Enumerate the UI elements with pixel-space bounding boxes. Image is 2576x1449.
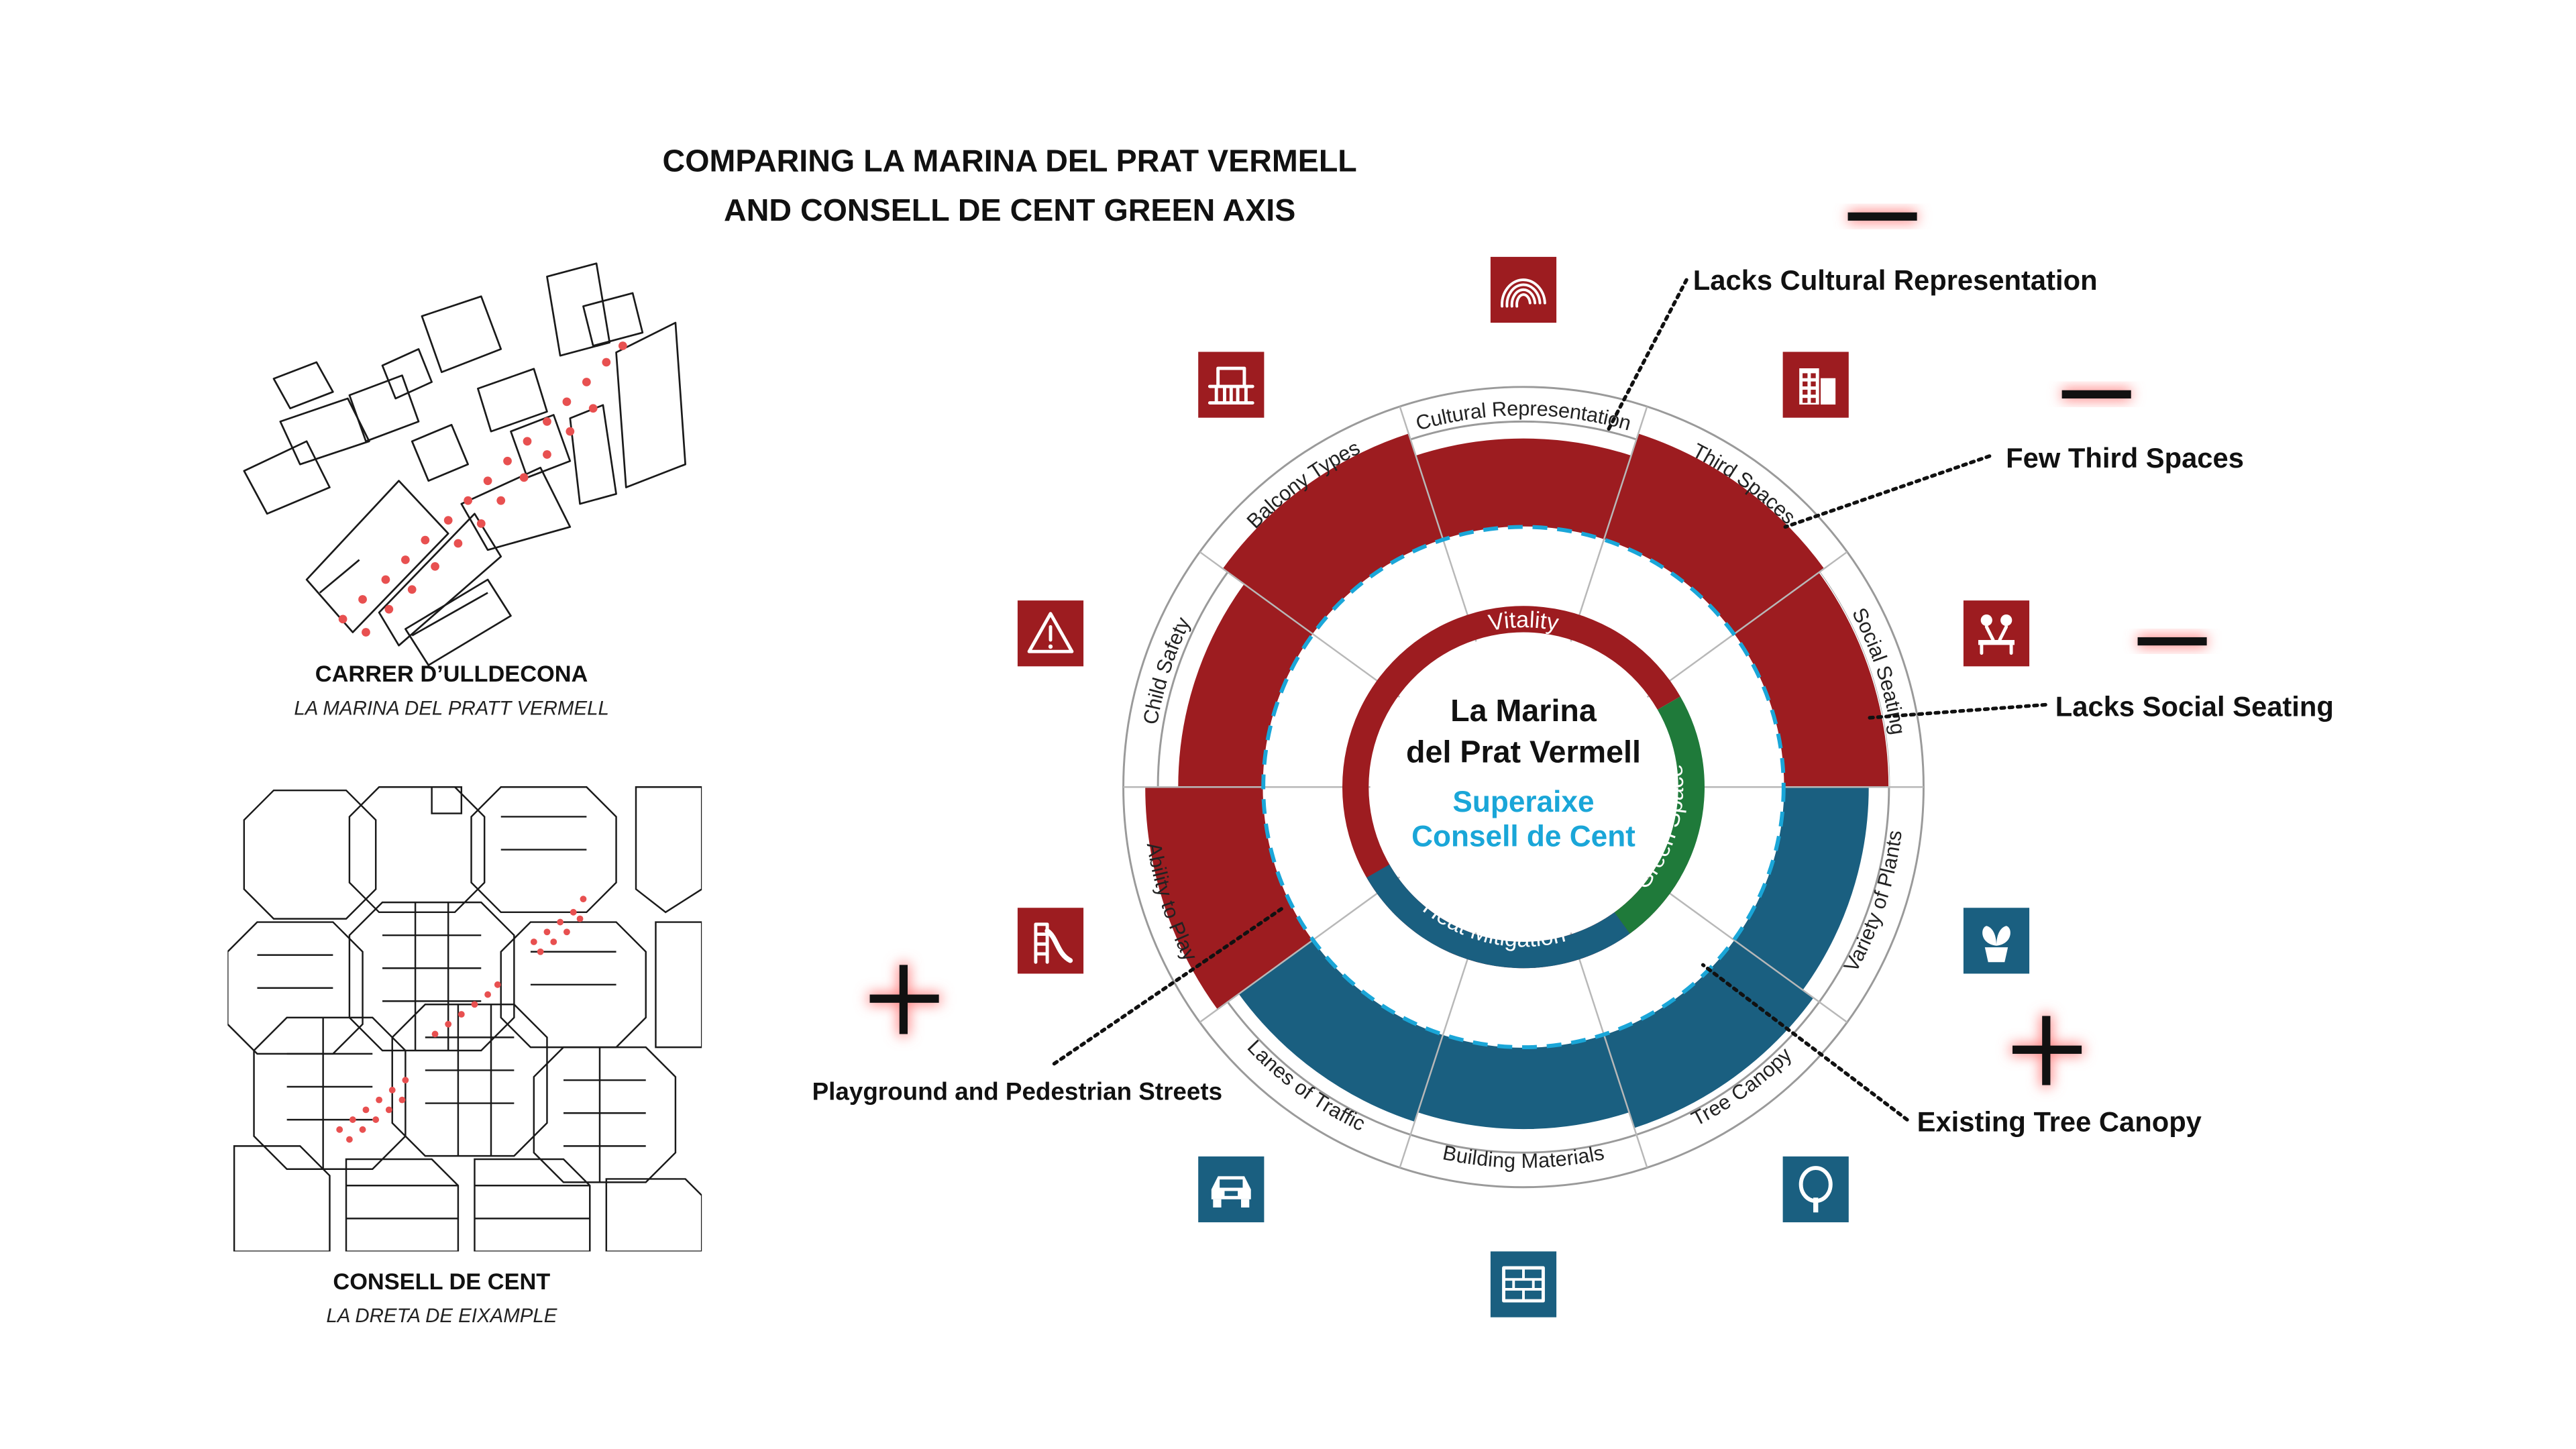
segment-divider: [1640, 871, 1848, 1023]
map-2-subtitle: LA DRETA DE EIXAMPLE: [326, 1305, 557, 1327]
inner-ring-green-space: [1614, 696, 1705, 934]
comparison-dashed-line: [1261, 525, 1786, 1050]
bricks-icon: [1490, 1251, 1557, 1318]
tree-icon: [1782, 1156, 1849, 1223]
callout-social-seating: Lacks Social Seating: [2055, 691, 2334, 722]
playground-icon: [1017, 908, 1084, 974]
segment-label-building-materials: Building Materials: [1441, 1140, 1607, 1173]
plus-sign: [2010, 1014, 2084, 1087]
car-icon: [1198, 1156, 1265, 1223]
map-consell-de-cent: [227, 786, 702, 1252]
minus-sign: [2061, 388, 2131, 400]
center-secondary-line-2: Consell de Cent: [1411, 820, 1635, 853]
seating-icon: [1963, 600, 2030, 667]
segment-icons: [1017, 256, 2030, 1318]
title-line-1: COMPARING LA MARINA DEL PRAT VERMELL: [663, 143, 1357, 178]
callout-tree-canopy: Existing Tree Canopy: [1917, 1106, 2202, 1137]
minus-sign: [2137, 635, 2207, 647]
map-1-subtitle: LA MARINA DEL PRATT VERMELL: [294, 697, 609, 719]
building-icon: [1782, 352, 1849, 418]
fingerprint-icon: [1490, 256, 1557, 323]
segment-divider: [1399, 406, 1480, 650]
center-primary-line-2: del Prat Vermell: [1406, 734, 1641, 769]
segment-divider: [1399, 924, 1480, 1168]
center-label: La Marina del Prat Vermell Superaixe Con…: [1406, 693, 1641, 853]
map-consell-de-cent-dots: [336, 896, 587, 1143]
minus-sign: [1847, 211, 1917, 223]
segment-divider: [1567, 924, 1648, 1168]
callouts: [1052, 278, 2047, 1122]
callout-labels: Lacks Cultural Representation Few Third …: [812, 264, 2334, 1137]
callout-cultural: Lacks Cultural Representation: [1693, 264, 2098, 296]
center-secondary-line-1: Superaixe: [1452, 786, 1594, 818]
plus-signs: [868, 963, 2084, 1087]
inner-label-vitality: Vitality: [1487, 607, 1561, 636]
plus-sign: [868, 963, 941, 1036]
segment-divider: [1567, 406, 1648, 650]
inner-ring-heat-mitigation: [1366, 864, 1630, 969]
warning-icon: [1017, 600, 1084, 667]
segment-divider: [1199, 871, 1407, 1023]
map-ulldecona: [243, 262, 686, 666]
callout-third-spaces: Few Third Spaces: [2006, 442, 2244, 474]
minus-signs: [1847, 211, 2207, 647]
callout-playground: Playground and Pedestrian Streets: [812, 1078, 1222, 1106]
center-primary-line-1: La Marina: [1450, 693, 1597, 728]
balcony-icon: [1198, 352, 1265, 418]
title-line-2: AND CONSELL DE CENT GREEN AXIS: [724, 193, 1295, 227]
center-disc: [1370, 634, 1677, 941]
map-2-title: CONSELL DE CENT: [333, 1269, 550, 1295]
score-band-cultural-representation: [1415, 437, 1632, 541]
page-title: COMPARING LA MARINA DEL PRAT VERMELL AND…: [663, 143, 1357, 227]
segment-divider: [1199, 551, 1407, 703]
segment-divider: [1640, 551, 1848, 703]
plant-icon: [1963, 908, 2030, 974]
map-1-title: CARRER D’ULLDECONA: [315, 661, 588, 687]
map-ulldecona-dots: [338, 341, 627, 637]
